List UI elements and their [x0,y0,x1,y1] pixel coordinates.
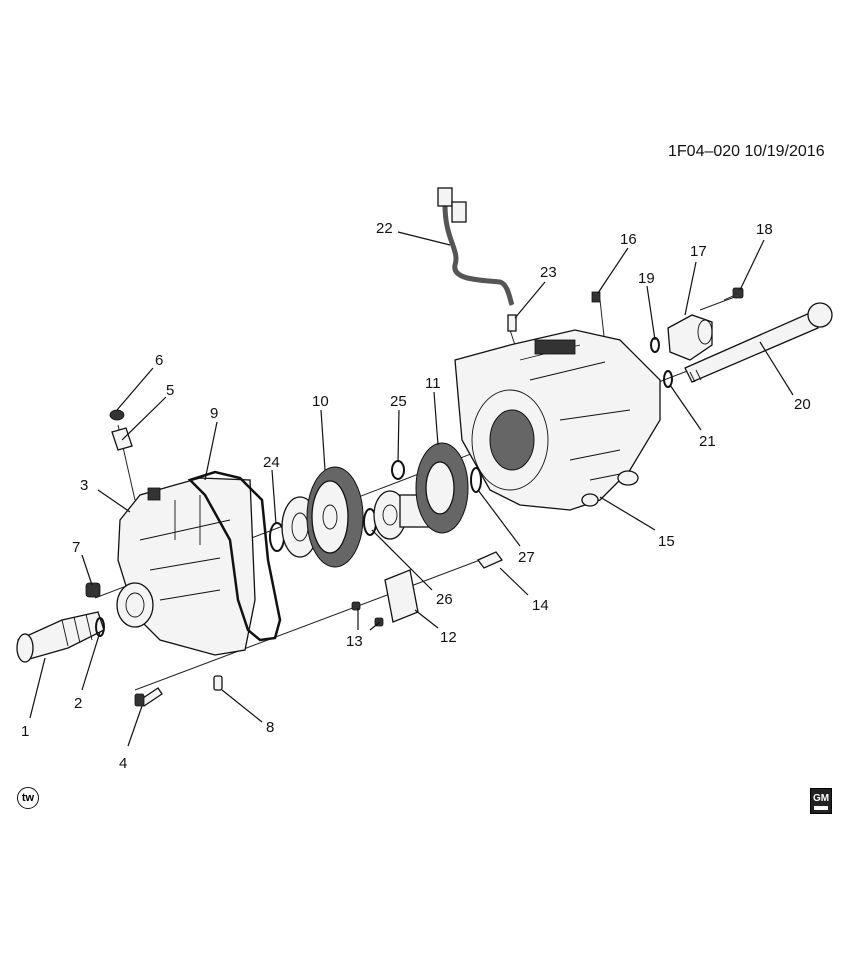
part-label-1: 1 [21,723,29,740]
part-14-magnet [476,551,504,569]
part-25-o-ring [391,460,405,480]
part-27-ring [470,467,482,493]
part-label-3: 3 [80,477,88,494]
gm-logo-text: GM [812,792,830,804]
part-18-bolt [723,287,744,301]
gm-logo-icon: GM [810,788,832,814]
diagram-id-and-date: 1F04–020 10/19/2016 [668,143,825,160]
part-label-10: 10 [312,393,329,410]
part-label-18: 18 [756,221,773,238]
part-label-7: 7 [72,539,80,556]
part-8-dowel [213,675,223,691]
tw-badge-icon: tw [17,787,39,809]
part-label-5: 5 [166,382,174,399]
part-20-intermediate-shaft [684,302,833,383]
part-label-6: 6 [155,352,163,369]
part-label-20: 20 [794,396,811,413]
part-label-13: 13 [346,633,363,650]
part-label-19: 19 [638,270,655,287]
part-13-bolts [351,601,384,627]
part-7-plug [85,582,101,598]
part-label-23: 23 [540,264,557,281]
gm-logo-underline [814,805,828,810]
part-label-8: 8 [266,719,274,736]
part-11-drive-gear [373,442,469,540]
part-10-driven-gear [281,466,364,568]
part-label-11: 11 [425,375,441,392]
part-4-bolt [134,687,163,707]
part-9-gasket [187,470,282,642]
part-21-snap-ring [663,370,673,388]
part-6-nut [109,409,125,421]
part-19-washer [650,337,660,353]
part-label-22: 22 [376,220,393,237]
part-22-vent-hose [437,187,515,306]
part-1-shaft-stub [16,611,105,663]
part-label-25: 25 [390,393,407,410]
part-number-labels: 1 2 3 4 5 6 7 8 9 10 11 12 13 14 15 16 1… [21,220,811,772]
tw-badge-label: tw [21,792,35,804]
part-23-vent-fitting [507,314,517,332]
part-label-16: 16 [620,231,637,248]
part-label-14: 14 [532,597,549,614]
part-label-17: 17 [690,243,707,260]
part-label-21: 21 [699,433,716,450]
part-17-actuator [667,314,713,361]
part-label-15: 15 [658,533,675,550]
leader-lines [29,231,794,747]
part-5-bracket [111,427,133,451]
part-2-snap-ring [95,617,105,637]
part-label-4: 4 [119,755,127,772]
part-label-12: 12 [440,629,457,646]
part-label-26: 26 [436,591,453,608]
part-label-9: 9 [210,405,218,422]
part-15-rear-housing [454,329,661,511]
part-16-vent [591,291,601,303]
part-label-27: 27 [518,549,535,566]
part-12-heat-shield [384,569,419,623]
part-label-2: 2 [74,695,82,712]
part-label-24: 24 [263,454,280,471]
